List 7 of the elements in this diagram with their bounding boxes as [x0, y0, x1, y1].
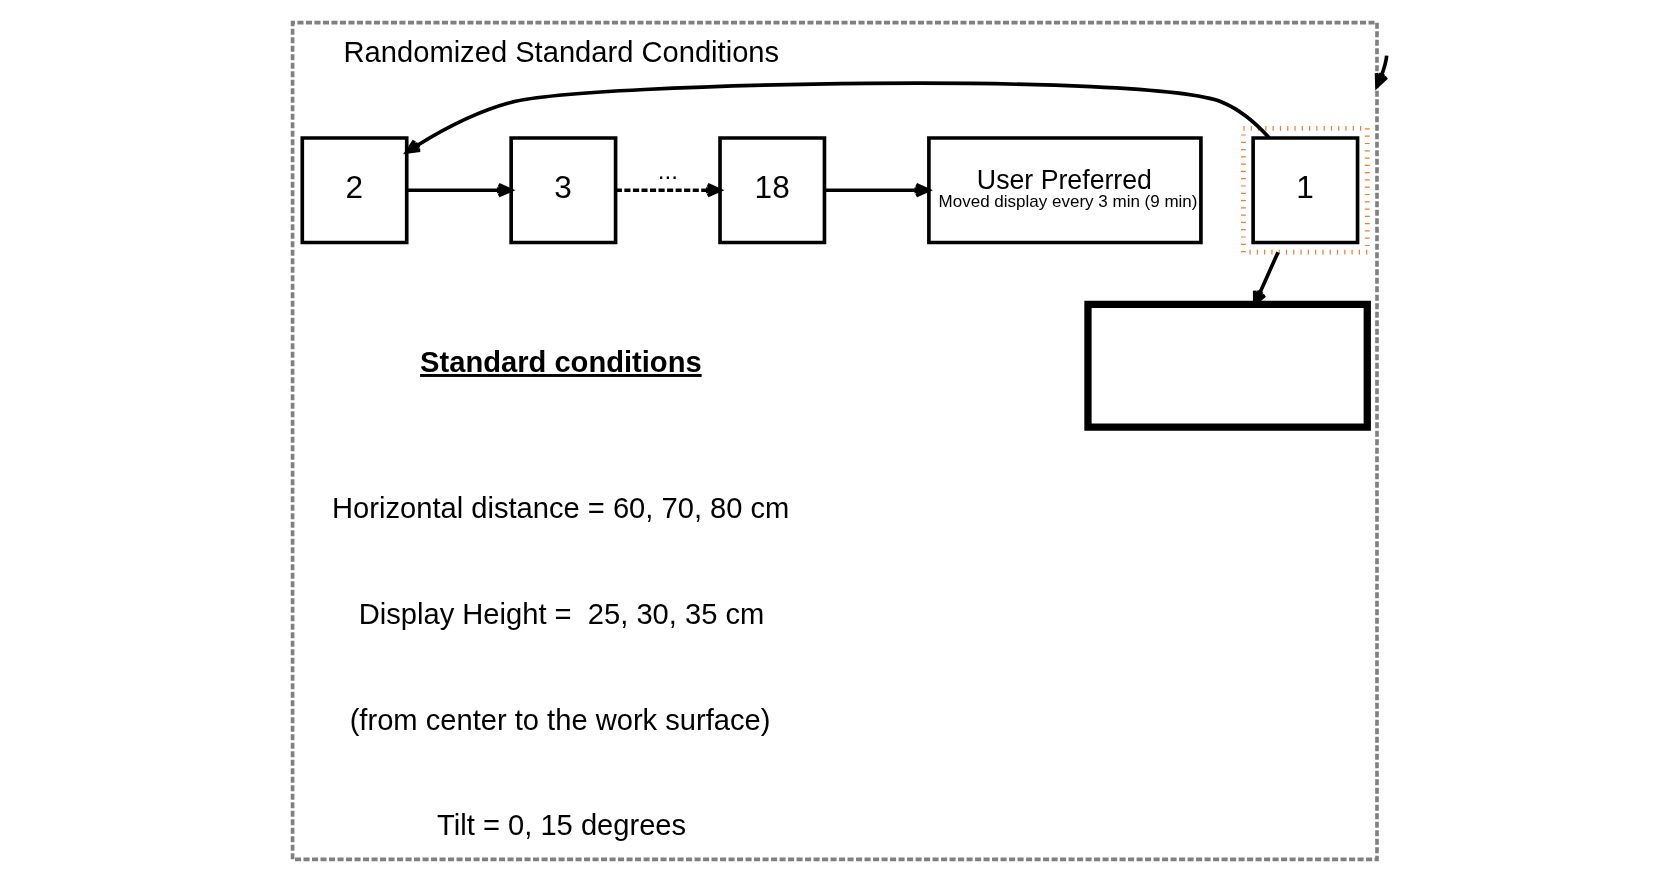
label: Display Height = 25, 30, 35 cm: [358, 598, 764, 630]
edge-label: ...: [657, 157, 678, 185]
label: (from center to the work surface): [349, 703, 770, 736]
label: Standard conditions: [419, 346, 702, 379]
label: Tilt = 0, 15 degrees: [436, 809, 686, 842]
label: Horizontal distance = 60, 70, 80 cm: [331, 492, 789, 525]
label: Randomized Standard Conditions: [343, 35, 779, 68]
